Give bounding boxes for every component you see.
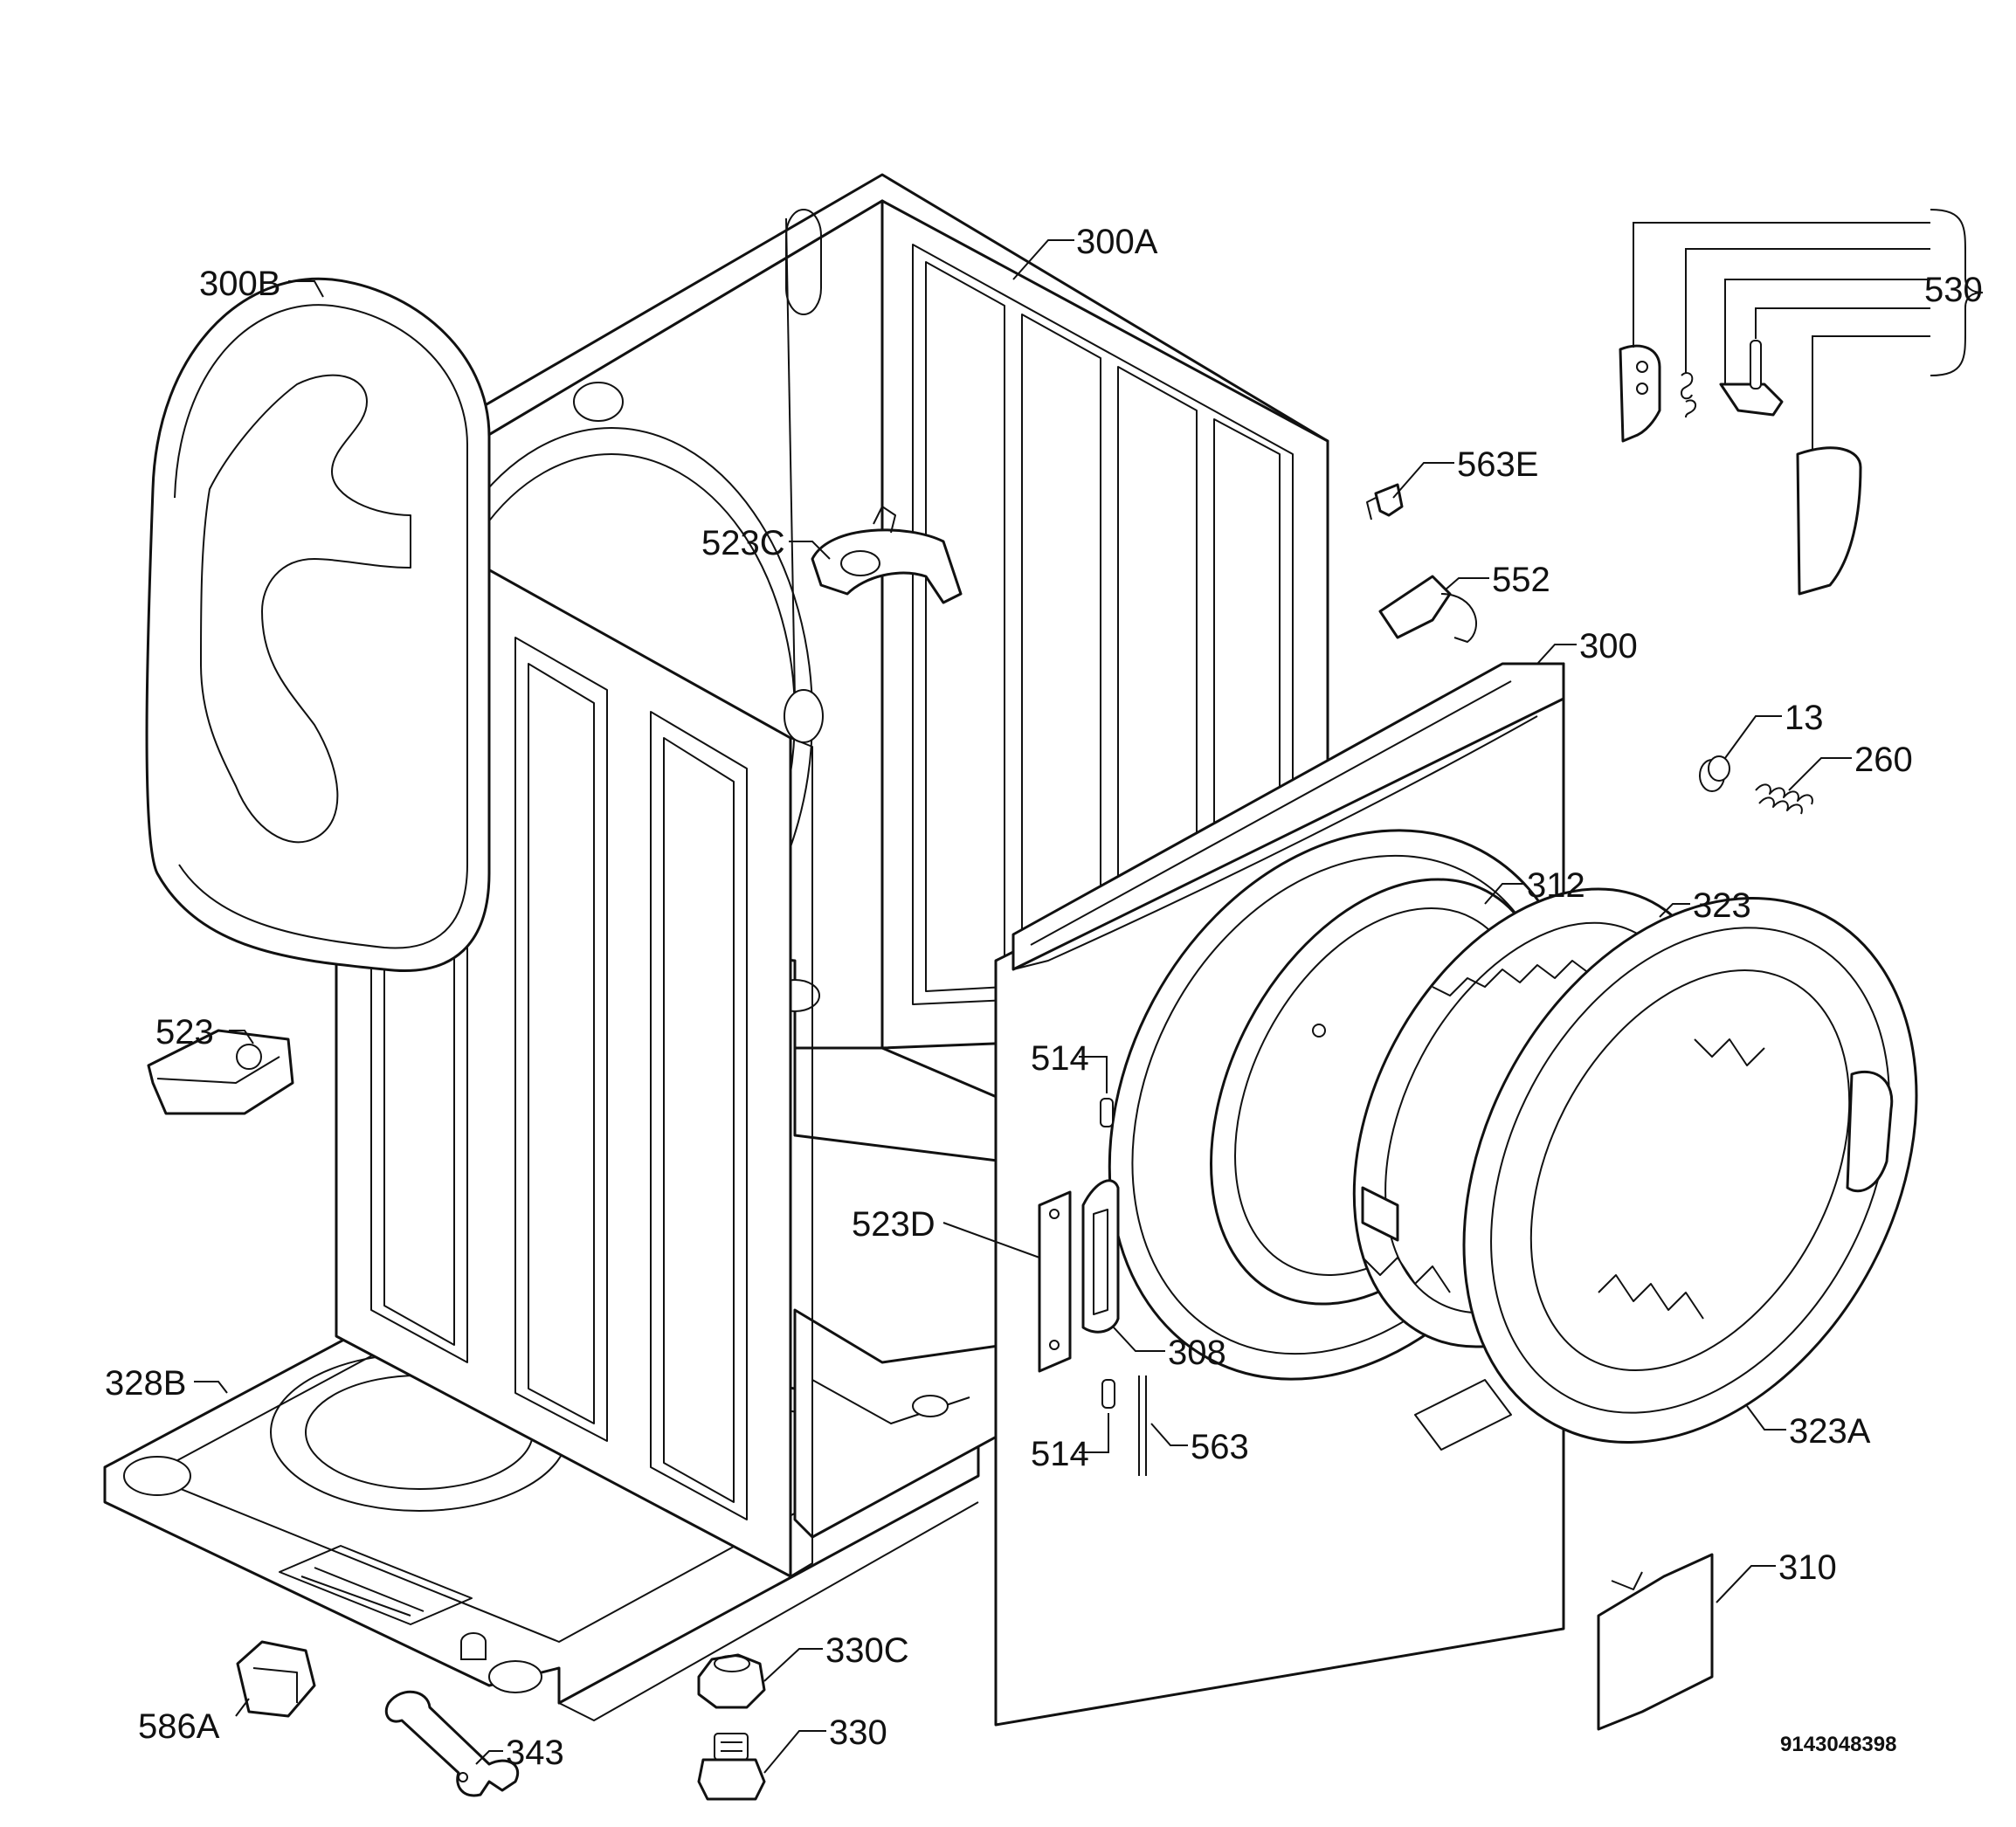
part-586A — [236, 1640, 316, 1718]
part-552 — [1378, 575, 1477, 643]
label-523D: 523D — [852, 1205, 936, 1244]
label-310: 310 — [1778, 1548, 1837, 1587]
label-323A: 323A — [1789, 1412, 1871, 1451]
label-13: 13 — [1785, 699, 1824, 737]
label-343: 343 — [506, 1734, 564, 1772]
label-563: 563 — [1191, 1428, 1249, 1466]
leader-lines — [194, 239, 1852, 1774]
part-back-cover — [145, 277, 491, 972]
label-523C: 523C — [701, 524, 785, 562]
label-328B: 328B — [105, 1364, 186, 1403]
label-323: 323 — [1693, 886, 1751, 925]
label-523: 523 — [155, 1013, 214, 1051]
part-310-cover — [1597, 1553, 1714, 1731]
label-586A: 586A — [138, 1707, 220, 1746]
label-563E: 563E — [1457, 445, 1538, 484]
part-523C — [811, 506, 963, 604]
part-343-wrench — [384, 1690, 520, 1797]
part-13-bushing — [1699, 755, 1730, 792]
label-514-upper: 514 — [1031, 1039, 1089, 1078]
part-523-latch — [147, 1029, 294, 1115]
part-260-spring — [1755, 783, 1813, 815]
diagram-code: 9143048398 — [1780, 1733, 1896, 1756]
label-300: 300 — [1579, 627, 1638, 665]
label-514-lower: 514 — [1031, 1435, 1089, 1473]
label-312: 312 — [1527, 866, 1585, 905]
part-514-pin-upper — [1100, 1098, 1114, 1127]
label-260: 260 — [1854, 741, 1913, 779]
part-330C-cap — [697, 1653, 766, 1709]
part-563-rod — [1138, 1375, 1147, 1476]
part-523D-bracket — [1038, 1190, 1072, 1373]
label-552: 552 — [1492, 561, 1550, 599]
part-514-pin-lower — [1101, 1379, 1115, 1409]
part-563E — [1366, 483, 1404, 521]
label-330C: 330C — [825, 1631, 909, 1670]
label-300B: 300B — [199, 265, 280, 303]
part-330-fitting — [697, 1733, 766, 1801]
label-330: 330 — [829, 1713, 887, 1752]
part-530-hinge-set — [1619, 209, 1984, 596]
label-300A: 300A — [1076, 223, 1158, 261]
part-labels: 300A 300B 530 563E 523C 552 300 13 260 3… — [105, 223, 1983, 1772]
label-530: 530 — [1924, 271, 1983, 309]
label-308: 308 — [1168, 1334, 1226, 1372]
part-308-hinge — [1081, 1179, 1120, 1334]
part-323A-door-ring — [1462, 896, 1918, 1444]
